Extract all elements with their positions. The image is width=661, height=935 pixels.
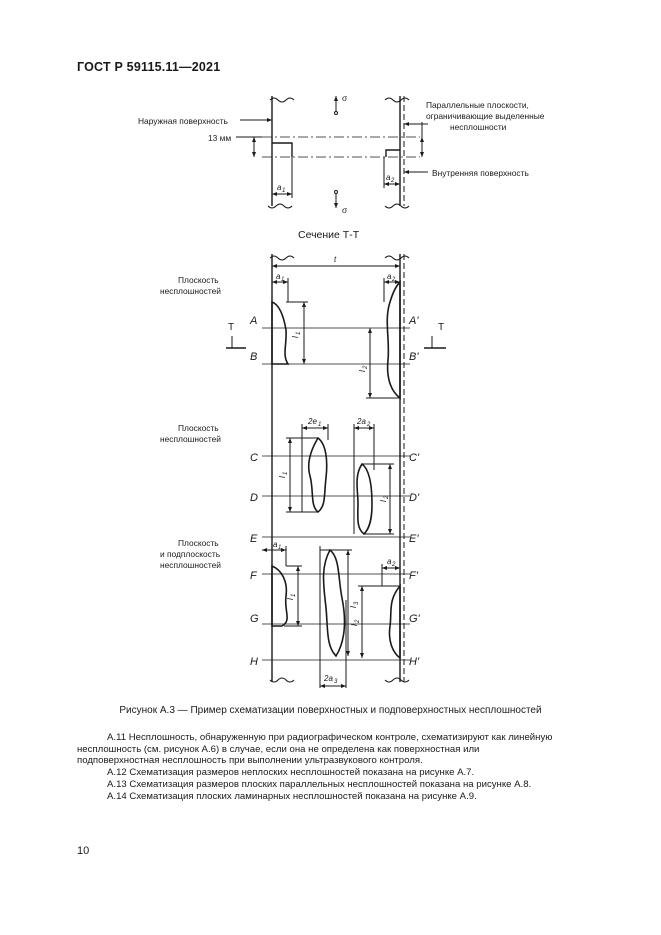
dim-13mm-label: 13 мм <box>208 133 231 143</box>
dim-2a2-sub: 2 <box>366 422 371 428</box>
dim-l1-g1: l <box>291 336 300 338</box>
letter-F-prime: F' <box>409 570 419 582</box>
dim-l1-g2-sub: 1 <box>283 472 289 475</box>
dim-l2-g2-sub: 2 <box>384 495 390 500</box>
a1-top-label: a <box>277 183 282 192</box>
outer-surface-label: Наружная поверхность <box>138 116 229 126</box>
group3-label-line2: и подплоскость <box>160 549 221 559</box>
letter-G-prime: G' <box>409 613 421 625</box>
dim-a1-g1-sub: 1 <box>281 277 284 283</box>
letter-D-prime: D' <box>409 492 420 504</box>
a1-top-sub: 1 <box>282 188 285 194</box>
dim-l1-g2: l <box>278 476 287 478</box>
dim-a2-g1-sub: 2 <box>391 277 396 283</box>
dim-2e1: 2e <box>307 417 317 426</box>
dim-l1-g3-sub: 1 <box>291 594 297 597</box>
dim-l2-g1: l <box>358 370 367 372</box>
dim-a1-g1: a <box>276 272 281 281</box>
letter-E: E <box>250 533 258 545</box>
parallel-planes-line2: ограничивающие выделенные <box>426 111 545 121</box>
dim-2a2: 2a <box>356 417 366 426</box>
letter-H: H <box>250 656 258 668</box>
group2-label-line2: несплошностей <box>160 434 221 444</box>
section-title: Сечение Т-Т <box>298 229 360 241</box>
letter-F: F <box>250 570 258 582</box>
parallel-planes-line3: несплошности <box>450 122 507 132</box>
figure-caption: Рисунок А.3 — Пример схематизации поверх… <box>119 705 542 716</box>
dim-a1-g3-sub: 1 <box>278 545 281 551</box>
paragraph-a13: А.13 Схематизация размеров плоских парал… <box>107 779 532 790</box>
letter-A-prime: A' <box>408 315 419 327</box>
group3-label-line1: Плоскость <box>178 538 219 548</box>
letter-A: A <box>249 315 257 327</box>
dim-l2-g3-sub: 2 <box>355 619 361 624</box>
a2-top-sub: 2 <box>390 178 395 184</box>
dim-l1-g3: l <box>286 598 295 600</box>
letter-G: G <box>250 613 259 625</box>
sigma-bottom: σ <box>342 205 348 215</box>
paragraph-a11: А.11 Несплошность, обнаруженную при ради… <box>77 732 553 767</box>
page-number: 10 <box>77 845 90 857</box>
letter-B: B <box>250 351 257 363</box>
dim-l3-g3: l <box>349 606 358 608</box>
paragraph-a12: А.12 Схематизация размеров неплоских нес… <box>107 767 475 778</box>
plate-top-view <box>236 96 428 209</box>
dim-a2-g3-sub: 2 <box>391 562 396 568</box>
dim-l1-g1-sub: 1 <box>296 332 302 335</box>
dim-l2-g2: l <box>379 500 388 502</box>
dim-a1-g3: a <box>273 540 278 549</box>
dim-2a3: 2a <box>323 674 333 683</box>
letter-H-prime: H' <box>409 656 420 668</box>
dim-2a3-sub: 3 <box>334 679 338 685</box>
plate-section-view <box>226 254 446 688</box>
letter-E-prime: E' <box>409 533 419 545</box>
letter-C-prime: C' <box>409 452 420 464</box>
letter-D: D <box>250 492 258 504</box>
dim-l2-g3: l <box>350 624 359 626</box>
group1-label-line1: Плоскость <box>178 275 219 285</box>
letter-B-prime: B' <box>409 351 419 363</box>
group1-label-line2: несплошностей <box>160 286 221 296</box>
dim-l2-g1-sub: 2 <box>363 365 369 370</box>
figure-a3-drawing: Наружная поверхность 13 мм Параллельные … <box>138 93 545 688</box>
group3-label-line3: несплошностей <box>160 560 221 570</box>
parallel-planes-line1: Параллельные плоскости, <box>426 100 529 110</box>
paragraph-a14: А.14 Схематизация плоских ламинарных нес… <box>107 791 477 802</box>
letter-C: C <box>250 452 258 464</box>
section-mark-left: Т <box>228 322 234 333</box>
inner-surface-label: Внутренняя поверхность <box>432 168 529 178</box>
t-label: t <box>334 255 337 264</box>
sigma-top: σ <box>342 93 348 103</box>
dim-2e1-sub: 1 <box>318 422 321 428</box>
dim-a2-g3: a <box>387 557 392 566</box>
document-header: ГОСТ Р 59115.11—2021 <box>77 60 221 74</box>
figure-labels: Наружная поверхность 13 мм Параллельные … <box>138 93 545 685</box>
group2-label-line1: Плоскость <box>178 423 219 433</box>
a2-top-label: a <box>386 173 391 182</box>
dim-l3-g3-sub: 3 <box>354 601 360 605</box>
section-mark-right: Т <box>438 322 444 333</box>
dim-a2-g1: a <box>387 272 392 281</box>
